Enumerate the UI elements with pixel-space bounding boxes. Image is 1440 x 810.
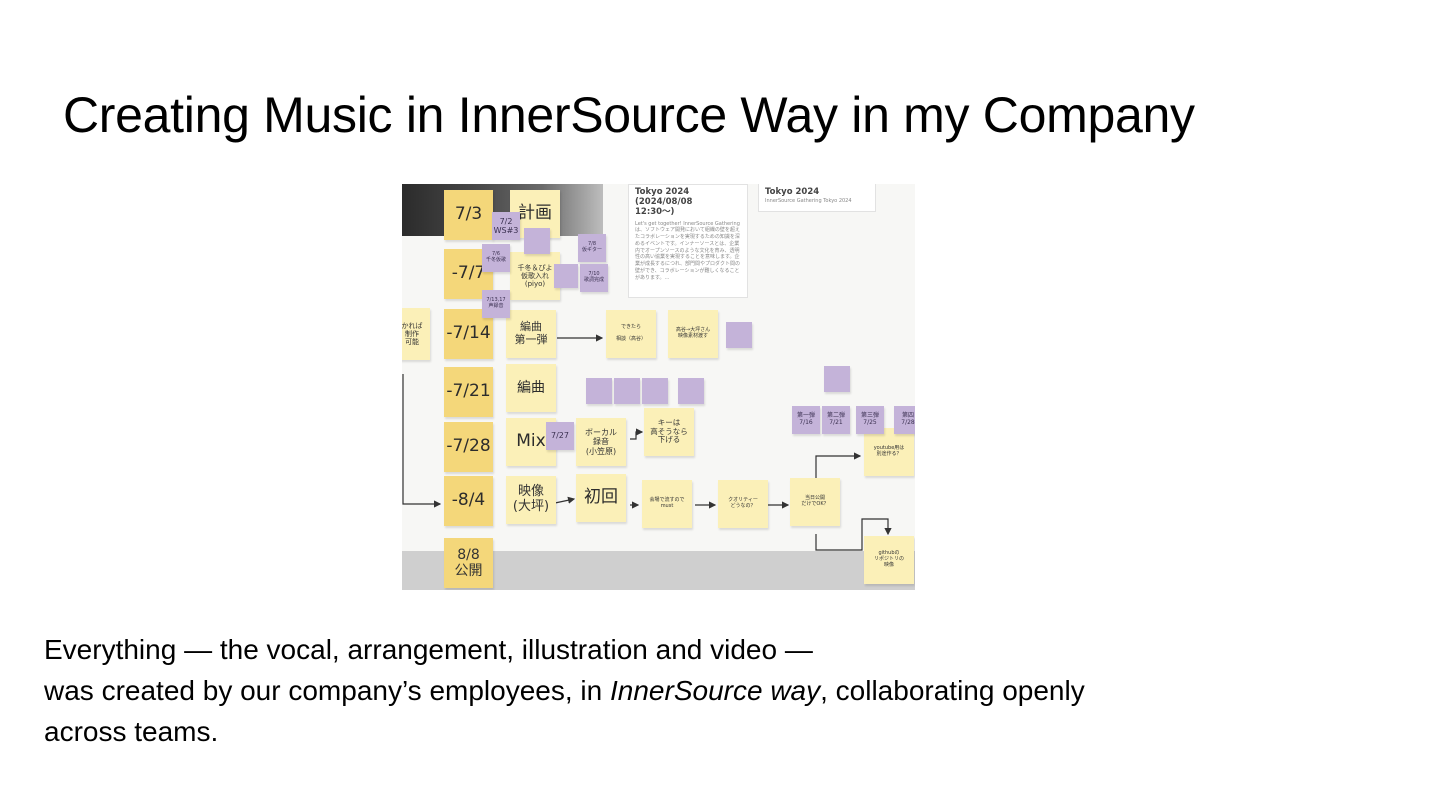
task-note-must: 会場で流すので must xyxy=(642,480,692,528)
flow-arrows xyxy=(402,334,892,551)
task-note-arrange-first: 編曲 第一弾 xyxy=(506,310,556,358)
purple-note xyxy=(614,378,640,404)
date-note: -7/21 xyxy=(444,367,493,417)
task-note-dekitara: できたら 相談（高谷） xyxy=(606,310,656,358)
task-note-key: キーは 高そうなら 下げる xyxy=(644,408,694,456)
task-note-arrange: 編曲 xyxy=(506,364,556,412)
purple-note: 7/8 仮ギター xyxy=(578,234,606,262)
purple-note: 7/6 千冬仮歌 xyxy=(482,244,510,272)
task-note-ok: 当日公開 だけでOK？ xyxy=(790,478,840,526)
purple-note xyxy=(524,228,550,254)
description-line-2: was created by our company’s employees, … xyxy=(44,675,1085,706)
left-note: かれば 制作 可能 xyxy=(402,308,430,360)
date-note: 7/3 xyxy=(444,190,493,240)
task-note-quality: クオリティー どうなの？ xyxy=(718,480,768,528)
purple-note xyxy=(642,378,668,404)
purple-note: 7/27 xyxy=(546,422,574,450)
date-note: -7/28 xyxy=(444,422,493,472)
purple-note xyxy=(824,366,850,392)
task-note-github: githubの リポジトリの 映像 xyxy=(864,536,914,584)
date-note: -8/4 xyxy=(444,476,493,526)
date-note-release: 8/8 公開 xyxy=(444,538,493,588)
task-note-vocal: ボーカル 録音 (小笠原) xyxy=(576,418,626,466)
description-line-1: Everything — the vocal, arrangement, ill… xyxy=(44,634,813,665)
task-note-youtube: youtube用は 別途作る？ xyxy=(864,428,914,476)
sticky-note-board-image: Tokyo 2024 (2024/08/08 12:30〜) Let's get… xyxy=(402,184,915,590)
slide-title: Creating Music in InnerSource Way in my … xyxy=(63,87,1195,143)
innersource-emphasis: InnerSource way xyxy=(610,675,821,706)
purple-note: 7/2 WS#3 xyxy=(492,212,520,240)
purple-note: 7/13,17 声録音 xyxy=(482,290,510,318)
schedule-note: 第二弾 7/21 xyxy=(822,406,850,434)
description-line-3: across teams. xyxy=(44,716,219,747)
task-note-takaya: 高谷→大坪さん 映像素材渡す xyxy=(668,310,718,358)
schedule-note: 第一弾 7/16 xyxy=(792,406,820,434)
task-note-first: 初回 xyxy=(576,474,626,522)
event-title-card: Tokyo 2024 InnerSource Gathering Tokyo 2… xyxy=(758,184,876,212)
purple-note xyxy=(586,378,612,404)
event-info-card: Tokyo 2024 (2024/08/08 12:30〜) Let's get… xyxy=(628,184,748,298)
task-note-kari-uta: 千冬＆ぴよ 仮歌入れ (piyo) xyxy=(510,252,560,300)
purple-note xyxy=(726,322,752,348)
purple-note xyxy=(554,264,578,288)
task-note-video: 映像 (大坪) xyxy=(506,476,556,524)
schedule-note: 第四 7/28 xyxy=(894,406,915,434)
purple-note xyxy=(678,378,704,404)
schedule-note: 第三弾 7/25 xyxy=(856,406,884,434)
purple-note: 7/10 歌詞完成 xyxy=(580,264,608,292)
slide-description: Everything — the vocal, arrangement, ill… xyxy=(44,629,1244,752)
